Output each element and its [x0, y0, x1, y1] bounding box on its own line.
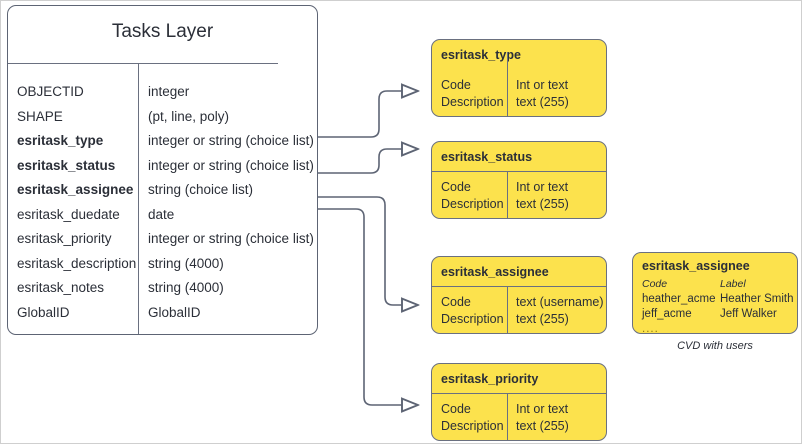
table-row[interactable]: OBJECTID integer	[8, 84, 317, 109]
domain-box-codes: Code Description	[441, 77, 504, 110]
entity-title-divider	[8, 63, 278, 64]
field-type: integer or string (choice list)	[148, 231, 314, 246]
field-type: string (choice list)	[148, 182, 254, 197]
domain-code-label: Code	[441, 180, 471, 194]
table-row[interactable]: GlobalID GlobalID	[8, 305, 317, 330]
domain-box-values: Int or text text (255)	[516, 179, 569, 212]
field-name: esritask_duedate	[17, 206, 120, 222]
domain-value: Int or text	[516, 180, 569, 194]
domain-box-values: text (username) text (255)	[516, 294, 604, 327]
table-row[interactable]: esritask_status integer or string (choic…	[8, 158, 317, 183]
field-type: integer or string (choice list)	[148, 157, 314, 173]
field-name: esritask_type	[17, 133, 104, 148]
domain-code-label: Code	[441, 78, 471, 92]
domain-code-label: Description	[441, 94, 504, 109]
cvd-box-esritask-assignee[interactable]: esritask_assignee Code Label heather_acm…	[632, 252, 798, 335]
table-row[interactable]: esritask_priority integer or string (cho…	[8, 231, 317, 256]
domain-value: text (255)	[516, 311, 569, 326]
field-type: string (4000)	[148, 255, 224, 271]
domain-code-label: Code	[441, 402, 471, 416]
entity-title: Tasks Layer	[111, 21, 214, 42]
domain-box-codes: Code Description	[441, 294, 504, 327]
connector-status	[318, 149, 418, 174]
cvd-label: Heather Smith	[720, 293, 794, 305]
field-type: integer	[148, 84, 190, 99]
domain-code-label: Code	[441, 295, 471, 309]
domain-box-codes: Code Description	[441, 401, 504, 434]
domain-code-label: Description	[441, 196, 504, 211]
field-name: esritask_description	[17, 255, 137, 271]
field-type: string (4000)	[148, 280, 224, 295]
field-name: esritask_status	[17, 157, 116, 173]
domain-box-esritask-assignee[interactable]: esritask_assignee Code Description text …	[431, 256, 607, 334]
domain-box-esritask-priority[interactable]: esritask_priority Code Description Int o…	[431, 363, 607, 441]
domain-box-esritask-type[interactable]: esritask_type Code Description Int or te…	[431, 39, 607, 117]
entity-column-divider	[138, 64, 139, 334]
domain-value: text (username)	[516, 295, 604, 309]
domain-box-title-divider	[432, 393, 606, 394]
domain-value: text (255)	[516, 94, 569, 109]
field-type: integer or string (choice list)	[148, 133, 314, 148]
table-row[interactable]: esritask_assignee string (choice list)	[8, 182, 317, 207]
domain-box-column-divider	[507, 393, 508, 440]
field-name: OBJECTID	[17, 84, 84, 99]
entity-field-list: OBJECTID integer SHAPE (pt, line, poly) …	[8, 84, 317, 329]
domain-box-title: esritask_assignee	[441, 265, 549, 279]
domain-box-title-divider	[432, 171, 606, 172]
cvd-caption: CVD with users	[677, 340, 753, 352]
field-name: GlobalID	[17, 304, 70, 320]
table-row[interactable]: esritask_description string (4000)	[8, 256, 317, 281]
cvd-title: esritask_assignee	[642, 259, 750, 273]
domain-box-title: esritask_status	[441, 150, 533, 164]
field-type: date	[148, 206, 175, 222]
domain-code-label: Description	[441, 311, 504, 326]
domain-box-column-divider	[507, 286, 508, 333]
field-name: SHAPE	[17, 108, 63, 124]
cvd-header-code: Code	[642, 278, 668, 290]
domain-box-codes: Code Description	[441, 179, 504, 212]
domain-box-column-divider	[507, 52, 508, 116]
field-name: esritask_priority	[17, 231, 112, 246]
domain-value: Int or text	[516, 402, 569, 416]
domain-box-values: Int or text text (255)	[516, 77, 569, 110]
field-name: esritask_notes	[17, 280, 105, 295]
cvd-ellipsis: ....	[642, 323, 659, 335]
cvd-label: Jeff Walker	[720, 308, 777, 320]
connector-priority	[318, 208, 418, 405]
domain-box-title: esritask_priority	[441, 372, 539, 386]
entity-tasks-layer[interactable]: Tasks Layer OBJECTID integer SHAPE (pt, …	[7, 5, 318, 335]
table-row[interactable]: esritask_duedate date	[8, 207, 317, 232]
cvd-header-label: Label	[720, 278, 746, 290]
connector-type	[318, 91, 418, 138]
connector-assignee	[318, 196, 418, 305]
domain-value: text (255)	[516, 418, 569, 433]
domain-box-title-divider	[432, 286, 606, 287]
field-type: (pt, line, poly)	[148, 108, 230, 124]
domain-code-label: Description	[441, 418, 504, 433]
table-row[interactable]: SHAPE (pt, line, poly)	[8, 109, 317, 134]
field-type: GlobalID	[148, 304, 201, 320]
table-row[interactable]: esritask_notes string (4000)	[8, 280, 317, 305]
field-name: esritask_assignee	[17, 182, 134, 197]
domain-box-column-divider	[507, 171, 508, 218]
domain-box-values: Int or text text (255)	[516, 401, 569, 434]
domain-box-esritask-status[interactable]: esritask_status Code Description Int or …	[431, 141, 607, 219]
domain-value: text (255)	[516, 196, 569, 211]
domain-box-title: esritask_type	[441, 48, 521, 62]
table-row[interactable]: esritask_type integer or string (choice …	[8, 133, 317, 158]
cvd-code: jeff_acme	[642, 308, 692, 320]
cvd-code: heather_acme	[642, 293, 716, 305]
domain-value: Int or text	[516, 78, 569, 92]
